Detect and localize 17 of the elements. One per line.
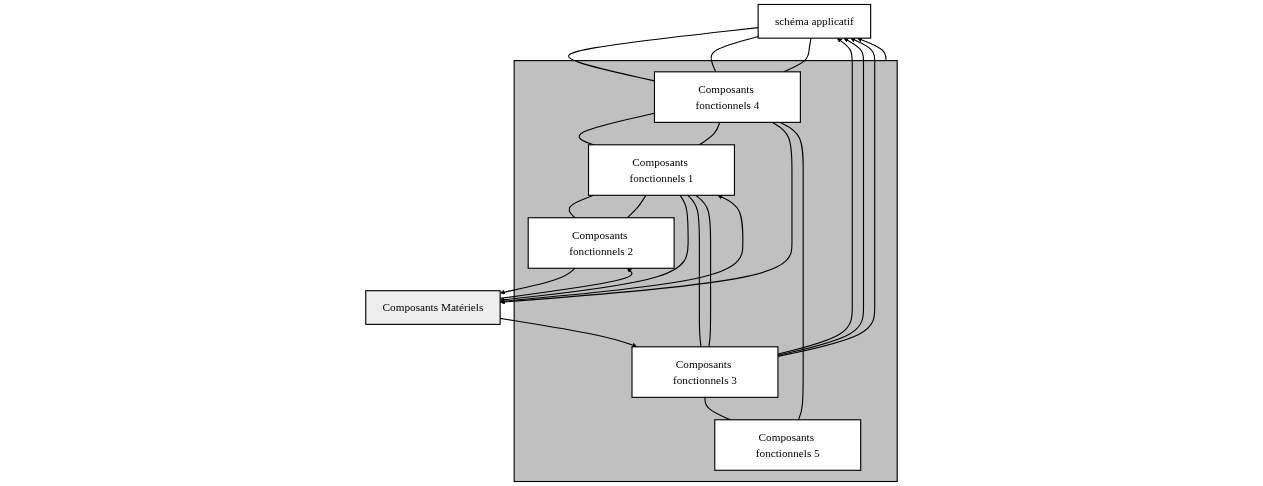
node-box: Composants fonctionnels 3: [631, 346, 779, 398]
node-box: Composants fonctionnels 4: [653, 71, 801, 123]
connector: [626, 194, 647, 219]
connector: [779, 121, 804, 421]
connector: [687, 194, 702, 348]
connector: [698, 121, 721, 146]
node-box: Composants fonctionnels 5: [714, 419, 862, 471]
connector: [783, 37, 812, 73]
arrow: [857, 37, 887, 62]
cluster: [513, 60, 898, 483]
node-box: Composants fonctionnels 2: [527, 217, 675, 269]
node-box: Composants fonctionnels 1: [588, 144, 735, 196]
connector: [710, 35, 759, 73]
connector: [694, 194, 712, 348]
node-box: Composants Matériels: [365, 290, 501, 325]
node-box: schéma applicatif: [757, 3, 872, 39]
connector: [568, 27, 759, 82]
